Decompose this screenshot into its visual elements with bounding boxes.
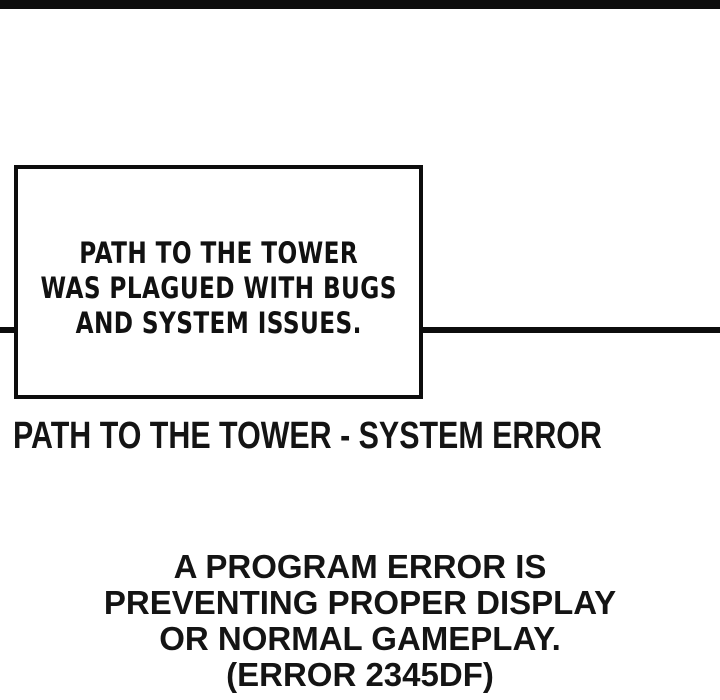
speech-line: PATH TO THE TOWER xyxy=(79,235,358,270)
error-message: A PROGRAM ERROR IS PREVENTING PROPER DIS… xyxy=(0,549,720,693)
speech-text: PATH TO THE TOWER WAS PLAGUED WITH BUGS … xyxy=(40,236,396,341)
error-line: PREVENTING PROPER DISPLAY xyxy=(103,584,617,621)
error-line: A PROGRAM ERROR IS xyxy=(173,548,547,585)
previous-panel-edge-bar xyxy=(0,0,720,9)
error-line: (ERROR 2345DF) xyxy=(226,656,494,693)
caption-title: PATH TO THE TOWER - SYSTEM ERROR xyxy=(13,415,602,457)
speech-line: WAS PLAGUED WITH BUGS xyxy=(40,270,397,305)
speech-box: PATH TO THE TOWER WAS PLAGUED WITH BUGS … xyxy=(14,165,423,399)
error-line: OR NORMAL GAMEPLAY. xyxy=(159,620,561,657)
speech-line: AND SYSTEM ISSUES. xyxy=(75,305,362,340)
